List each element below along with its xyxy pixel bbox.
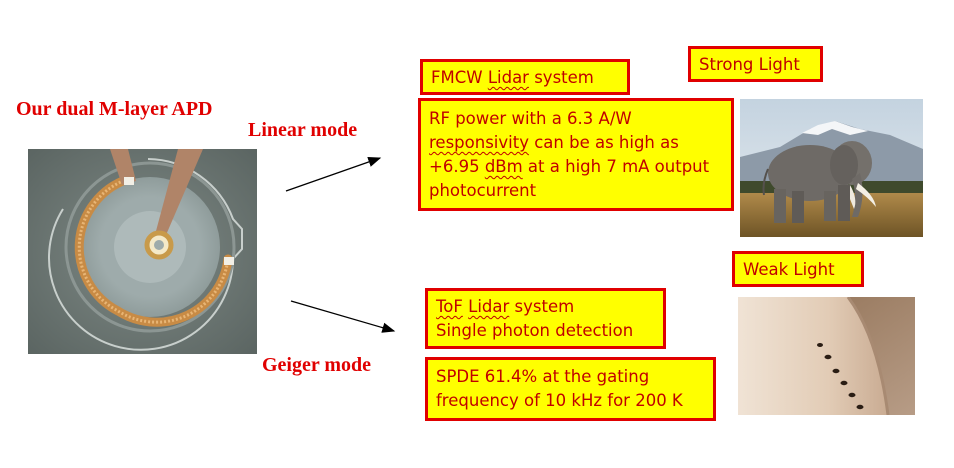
tof-word: ToF	[436, 297, 463, 316]
linear-desc-line1: RF power with a 6.3 A/W	[429, 107, 723, 131]
geiger-desc-line2: frequency of 10 kHz for 200 K	[436, 389, 705, 413]
linear-description-box: RF power with a 6.3 A/W responsivity can…	[418, 98, 734, 211]
arrow-to-linear	[286, 158, 380, 191]
fmcw-system-box: FMCW Lidar system	[420, 59, 630, 95]
strong-light-box: Strong Light	[688, 46, 823, 82]
responsivity-word: responsivity	[429, 133, 529, 152]
tof-suffix: system	[509, 297, 574, 316]
linear-desc-line3-a: +6.95	[429, 157, 485, 176]
elephant-image	[740, 99, 923, 237]
tof-line2: Single photon detection	[436, 319, 655, 343]
dbm-word: dBm	[485, 157, 523, 176]
elephant-photo-icon	[740, 99, 923, 237]
linear-desc-line3: +6.95 dBm at a high 7 mA output	[429, 155, 723, 179]
tof-lidar-word: Lidar	[468, 297, 509, 316]
tof-system-box: ToF Lidar system Single photon detection	[425, 288, 666, 349]
ants-image	[738, 297, 915, 415]
linear-desc-line3-c: at a high 7 mA output	[523, 157, 709, 176]
geiger-desc-line1: SPDE 61.4% at the gating	[436, 365, 705, 389]
linear-desc-line2: responsivity can be as high as	[429, 131, 723, 155]
ants-photo-icon	[738, 297, 915, 415]
geiger-description-box: SPDE 61.4% at the gating frequency of 10…	[425, 357, 716, 421]
weak-light-box: Weak Light	[732, 251, 864, 287]
fmcw-suffix: system	[529, 68, 594, 87]
arrow-to-geiger	[291, 301, 394, 331]
tof-line1: ToF Lidar system	[436, 295, 655, 319]
linear-desc-line2-rest: can be as high as	[529, 133, 679, 152]
fmcw-prefix: FMCW	[431, 68, 488, 87]
linear-desc-line4: photocurrent	[429, 179, 723, 203]
fmcw-lidar-word: Lidar	[488, 68, 529, 87]
